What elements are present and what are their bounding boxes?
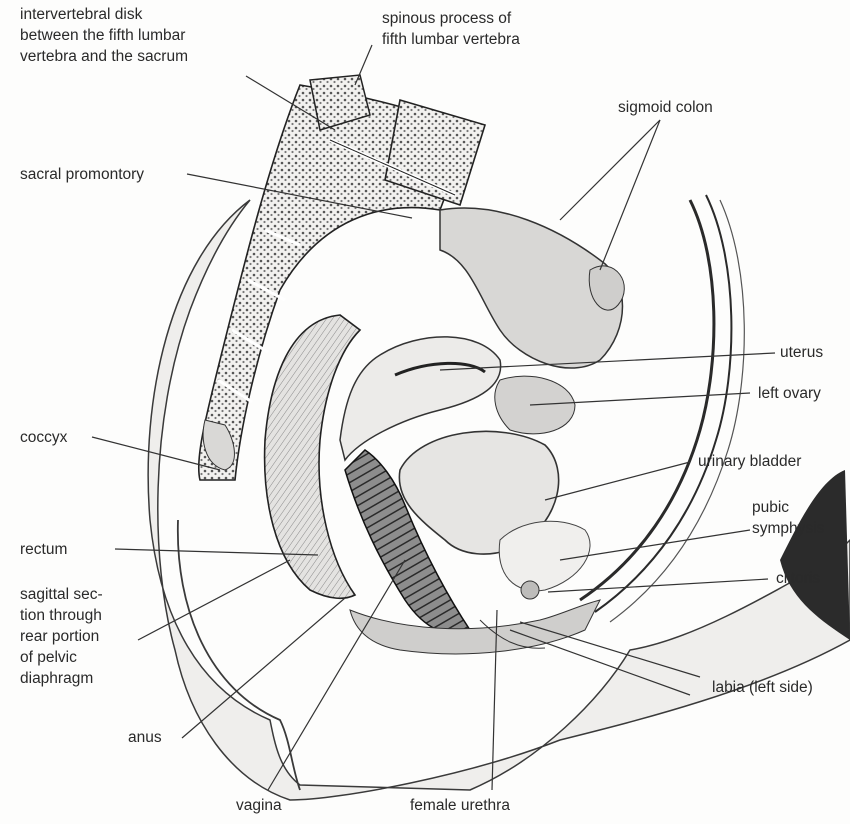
label-intervertebral-disk: intervertebral disk between the fifth lu… bbox=[20, 4, 188, 67]
label-spinous-process: spinous process of fifth lumbar vertebra bbox=[382, 8, 520, 50]
label-anus: anus bbox=[128, 727, 162, 748]
label-coccyx: coccyx bbox=[20, 427, 67, 448]
label-pubic-symphysis: pubic symphysis bbox=[752, 497, 824, 539]
label-rectum: rectum bbox=[20, 539, 67, 560]
label-pelvic-diaphragm: sagittal sec- tion through rear portion … bbox=[20, 584, 103, 689]
label-sigmoid-colon: sigmoid colon bbox=[618, 97, 713, 118]
label-labia: labia (left side) bbox=[712, 677, 813, 698]
label-sacral-promontory: sacral promontory bbox=[20, 164, 144, 185]
label-vagina: vagina bbox=[236, 795, 282, 816]
label-urinary-bladder: urinary bladder bbox=[698, 451, 801, 472]
label-left-ovary: left ovary bbox=[758, 383, 821, 404]
label-clitoris: clitoris bbox=[776, 568, 820, 589]
label-uterus: uterus bbox=[780, 342, 823, 363]
label-female-urethra: female urethra bbox=[410, 795, 510, 816]
